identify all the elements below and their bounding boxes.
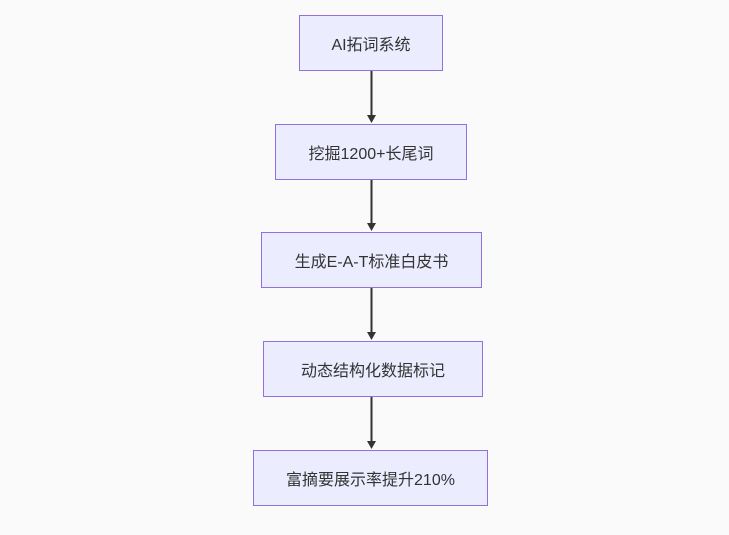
node-eat-standard-whitepaper: 生成E-A-T标准白皮书 bbox=[261, 232, 482, 288]
node-label: 挖掘1200+长尾词 bbox=[308, 146, 434, 163]
flow-arrow-3 bbox=[367, 288, 376, 340]
arrowhead-icon bbox=[367, 223, 376, 231]
node-rich-snippet-rate-increase: 富摘要展示率提升210% bbox=[253, 450, 488, 506]
node-label: 动态结构化数据标记 bbox=[300, 363, 445, 380]
flow-arrow-1 bbox=[367, 71, 376, 123]
node-longtail-keyword-mining: 挖掘1200+长尾词 bbox=[275, 124, 467, 180]
node-label: AI拓词系统 bbox=[331, 37, 411, 54]
arrowhead-icon bbox=[367, 332, 376, 340]
node-dynamic-structured-data-markup: 动态结构化数据标记 bbox=[263, 341, 483, 397]
arrowhead-icon bbox=[367, 115, 376, 123]
flow-arrow-4 bbox=[367, 397, 376, 449]
flow-arrow-2 bbox=[367, 180, 376, 231]
node-ai-keyword-expansion-system: AI拓词系统 bbox=[299, 15, 443, 71]
arrowhead-icon bbox=[367, 441, 376, 449]
node-label: 富摘要展示率提升210% bbox=[286, 472, 455, 489]
node-label: 生成E-A-T标准白皮书 bbox=[294, 254, 449, 271]
